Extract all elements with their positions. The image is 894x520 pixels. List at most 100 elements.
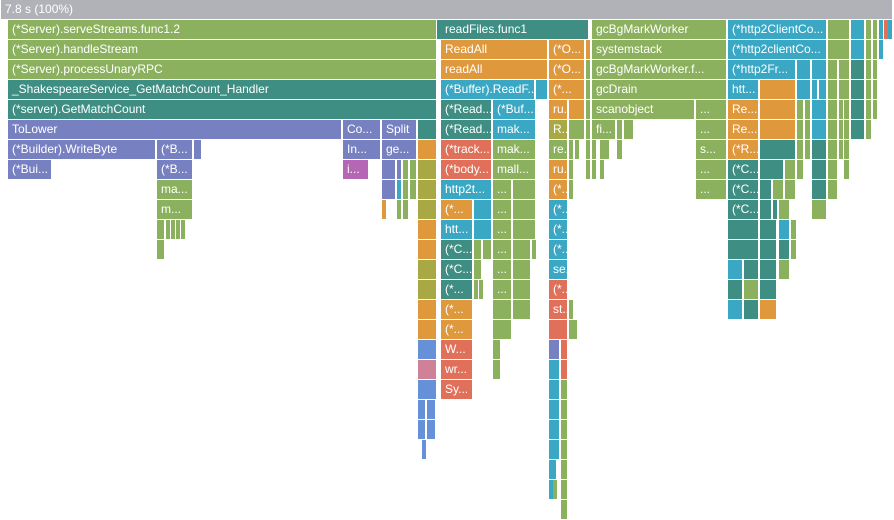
flame-frame-unlabeled[interactable] <box>760 180 772 200</box>
flame-frame-unlabeled[interactable] <box>851 40 865 60</box>
flame-frame-unlabeled[interactable] <box>561 500 568 520</box>
flame-frame-unlabeled[interactable] <box>549 340 560 360</box>
flame-frame[interactable]: ru... <box>549 100 568 120</box>
flame-frame-unlabeled[interactable] <box>773 200 778 220</box>
flame-frame-unlabeled[interactable] <box>586 40 591 60</box>
flame-frame-unlabeled[interactable] <box>760 300 777 320</box>
flame-frame[interactable]: Sy... <box>441 380 473 400</box>
flame-frame-unlabeled[interactable] <box>382 200 387 220</box>
flame-frame-unlabeled[interactable] <box>418 120 437 140</box>
flame-frame[interactable]: ... <box>696 120 727 140</box>
flame-frame[interactable]: Re... <box>728 100 759 120</box>
flame-frame-unlabeled[interactable] <box>839 100 844 120</box>
flame-frame-unlabeled[interactable] <box>797 100 804 120</box>
flame-frame-unlabeled[interactable] <box>569 300 574 320</box>
flame-frame[interactable]: ReadAll <box>441 40 548 60</box>
flame-frame-unlabeled[interactable] <box>828 40 850 60</box>
flame-frame[interactable]: ... <box>493 220 512 240</box>
flame-frame[interactable]: i... <box>343 160 369 180</box>
flame-frame[interactable]: htt... <box>441 220 473 240</box>
flame-frame-unlabeled[interactable] <box>418 260 437 280</box>
flame-frame-unlabeled[interactable] <box>418 140 437 160</box>
flame-frame-unlabeled[interactable] <box>418 200 437 220</box>
flame-frame-unlabeled[interactable] <box>493 360 501 380</box>
flame-frame-unlabeled[interactable] <box>866 100 872 120</box>
flame-frame-unlabeled[interactable] <box>728 220 759 240</box>
flame-frame[interactable]: gcBgMarkWorker.f... <box>592 60 727 80</box>
flame-frame-unlabeled[interactable] <box>410 180 417 200</box>
flame-frame-unlabeled[interactable] <box>879 20 884 40</box>
flame-frame-unlabeled[interactable] <box>513 280 531 300</box>
flame-frame-unlabeled[interactable] <box>418 160 437 180</box>
flame-frame-unlabeled[interactable] <box>760 100 796 120</box>
flame-frame-unlabeled[interactable] <box>403 160 409 180</box>
flame-frame-unlabeled[interactable] <box>493 320 512 340</box>
flame-frame-unlabeled[interactable] <box>561 380 568 400</box>
flame-frame-unlabeled[interactable] <box>418 300 437 320</box>
flame-frame[interactable]: (*... <box>549 280 568 300</box>
flame-frame-unlabeled[interactable] <box>828 100 838 120</box>
flame-frame[interactable]: 7.8 s (100%) <box>1 0 893 20</box>
flame-frame[interactable]: re... <box>549 140 568 160</box>
flame-frame-unlabeled[interactable] <box>569 140 574 160</box>
flame-frame-unlabeled[interactable] <box>397 160 402 180</box>
flame-frame-unlabeled[interactable] <box>844 120 850 140</box>
flame-frame-unlabeled[interactable] <box>561 400 568 420</box>
flame-frame[interactable]: _ShakespeareService_GetMatchCount_Handle… <box>8 80 437 100</box>
flame-frame-unlabeled[interactable] <box>561 340 568 360</box>
flame-frame[interactable]: (*Buf... <box>493 100 536 120</box>
flame-frame-unlabeled[interactable] <box>760 80 796 100</box>
flame-frame[interactable]: s... <box>696 140 727 160</box>
flame-frame-unlabeled[interactable] <box>549 420 560 440</box>
flame-frame-unlabeled[interactable] <box>586 100 591 120</box>
flame-frame[interactable]: (*... <box>549 80 585 100</box>
flame-frame-unlabeled[interactable] <box>812 120 827 140</box>
flame-frame-unlabeled[interactable] <box>812 80 818 100</box>
flame-frame-unlabeled[interactable] <box>828 80 838 100</box>
flame-frame-unlabeled[interactable] <box>805 120 811 140</box>
flame-frame-unlabeled[interactable] <box>744 300 759 320</box>
flame-frame[interactable]: (*http2clientCo... <box>728 40 827 60</box>
flame-frame[interactable]: gcDrain <box>592 80 727 100</box>
flame-frame-unlabeled[interactable] <box>851 100 865 120</box>
flame-frame[interactable]: mak... <box>493 140 536 160</box>
flame-frame-unlabeled[interactable] <box>513 200 536 220</box>
flame-frame[interactable]: Co... <box>343 120 381 140</box>
flame-frame[interactable]: readAll <box>441 60 548 80</box>
flame-frame-unlabeled[interactable] <box>844 160 850 180</box>
flame-frame-unlabeled[interactable] <box>474 220 492 240</box>
flame-frame-unlabeled[interactable] <box>397 200 402 220</box>
flame-frame[interactable]: Re... <box>728 120 759 140</box>
flame-frame-unlabeled[interactable] <box>157 240 165 260</box>
flame-frame[interactable]: (*... <box>441 280 473 300</box>
flame-frame[interactable]: (*... <box>549 180 568 200</box>
flame-frame-unlabeled[interactable] <box>760 160 784 180</box>
flame-frame-unlabeled[interactable] <box>744 280 759 300</box>
flame-frame-unlabeled[interactable] <box>797 140 804 160</box>
flame-frame-unlabeled[interactable] <box>839 80 850 100</box>
flame-frame-unlabeled[interactable] <box>418 240 437 260</box>
flame-frame-unlabeled[interactable] <box>779 220 790 240</box>
flame-frame[interactable]: ... <box>696 180 727 200</box>
flame-frame-unlabeled[interactable] <box>773 180 784 200</box>
flame-frame-unlabeled[interactable] <box>624 120 634 140</box>
flame-frame-unlabeled[interactable] <box>427 420 436 440</box>
flame-frame-unlabeled[interactable] <box>866 80 872 100</box>
flame-frame[interactable]: (*Server).serveStreams.func1.2 <box>8 20 437 40</box>
flame-frame-unlabeled[interactable] <box>760 120 796 140</box>
flame-frame-unlabeled[interactable] <box>760 140 796 160</box>
flame-frame-unlabeled[interactable] <box>549 380 560 400</box>
flame-frame[interactable]: st... <box>549 300 568 320</box>
flame-frame-unlabeled[interactable] <box>166 220 171 240</box>
flame-frame-unlabeled[interactable] <box>418 420 426 440</box>
flame-frame-unlabeled[interactable] <box>410 160 417 180</box>
flame-frame-unlabeled[interactable] <box>797 120 804 140</box>
flame-frame-unlabeled[interactable] <box>617 140 623 160</box>
flame-frame-unlabeled[interactable] <box>728 260 743 280</box>
flame-frame-unlabeled[interactable] <box>866 120 872 140</box>
flame-frame-unlabeled[interactable] <box>382 180 396 200</box>
flame-frame-unlabeled[interactable] <box>532 240 537 260</box>
flame-frame[interactable]: (*Server).handleStream <box>8 40 437 60</box>
flame-frame-unlabeled[interactable] <box>573 320 578 340</box>
